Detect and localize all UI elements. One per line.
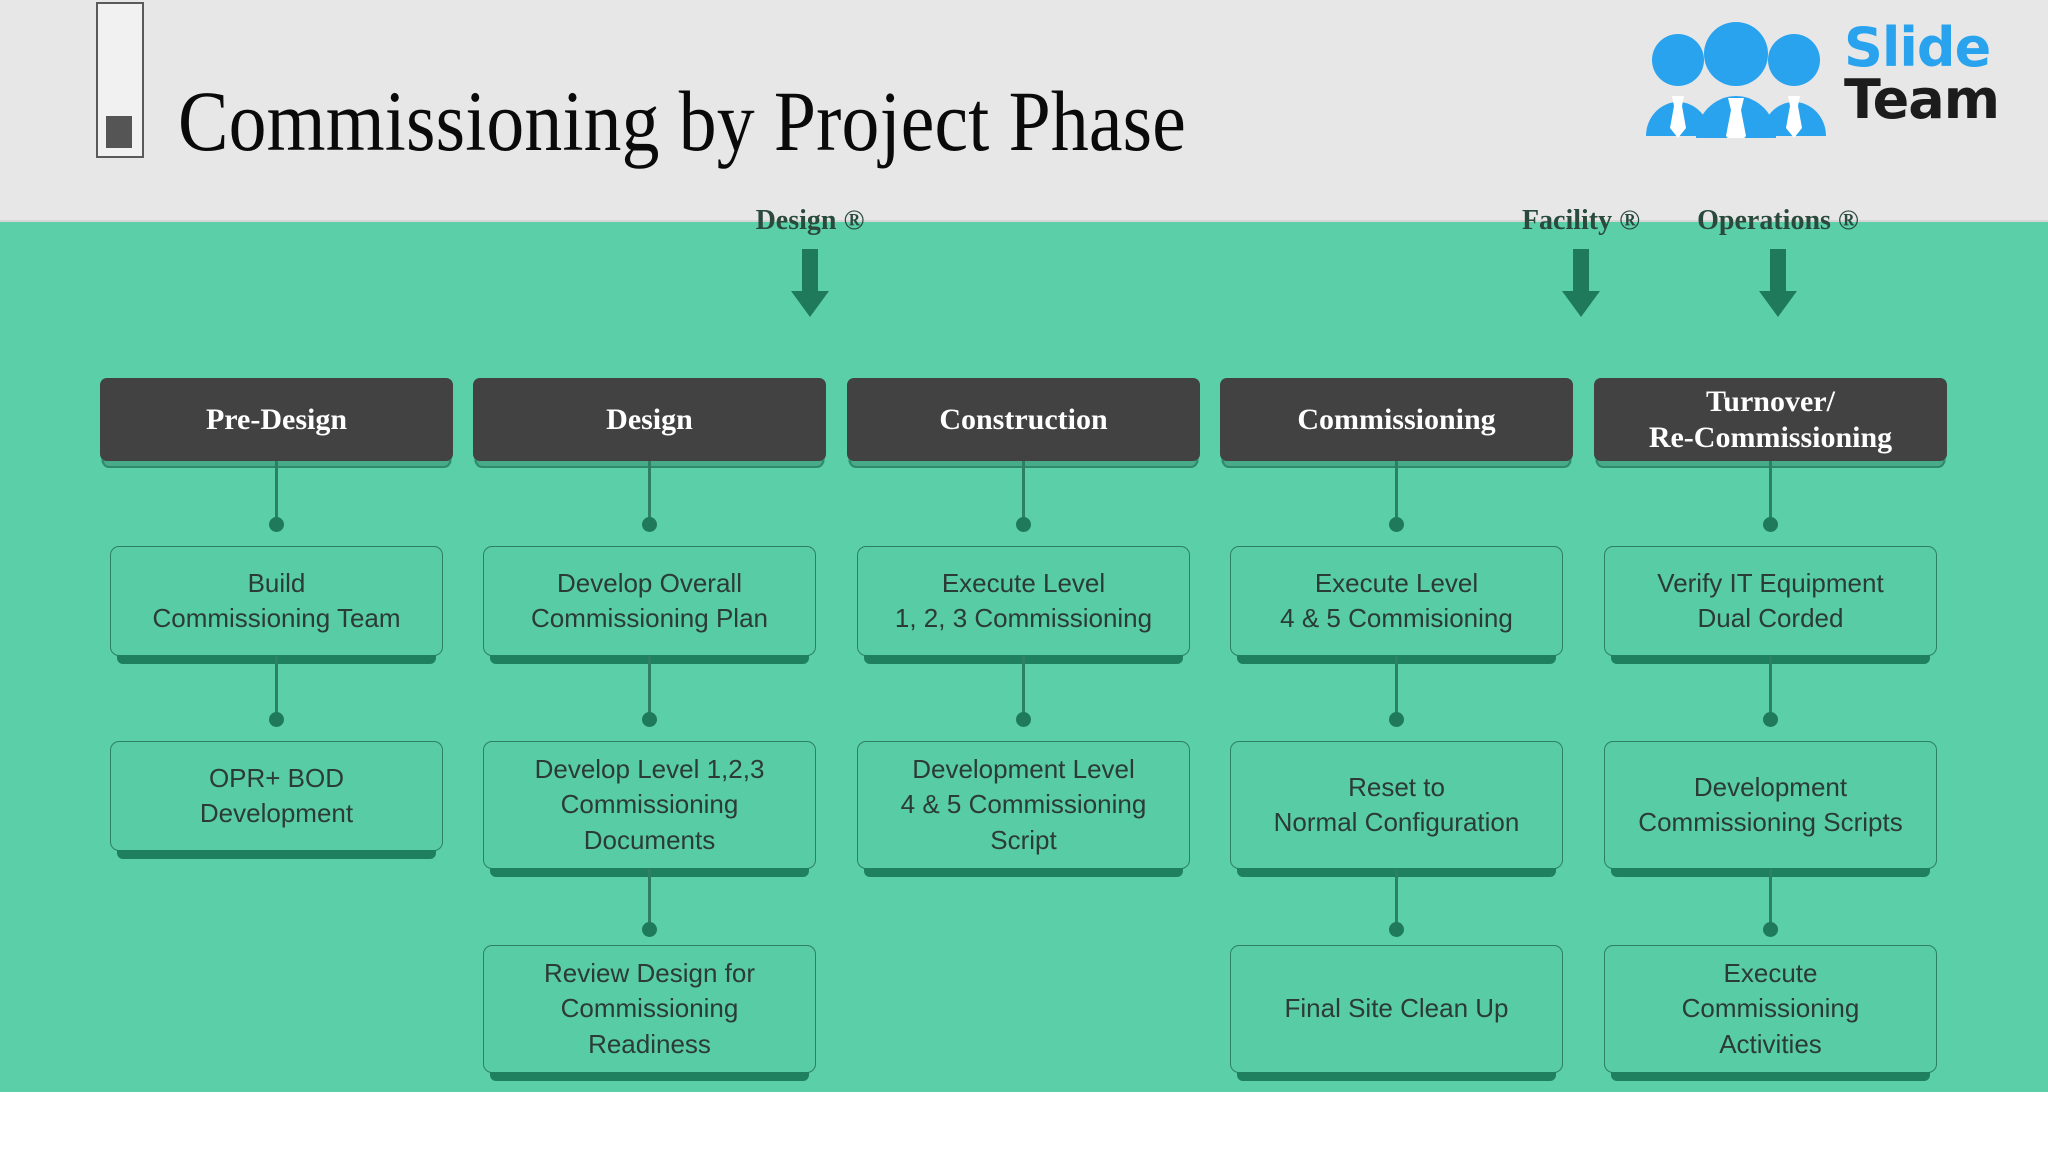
inflow-operations: Operations ®: [1658, 207, 1898, 317]
logo-wordmark: Slide Team: [1844, 16, 2000, 131]
connector-line: [1769, 656, 1772, 718]
connector-line: [1022, 461, 1025, 523]
phase-box-turnover[interactable]: Turnover/Re-Commissioning: [1594, 378, 1947, 468]
inflow-label-facility: Facility ®: [1521, 205, 1641, 236]
connector-line: [1395, 656, 1398, 718]
phase-box-commissioning[interactable]: Commissioning: [1220, 378, 1573, 468]
arrow-shaft: [1573, 249, 1589, 293]
connector-dot: [1389, 517, 1404, 532]
arrow-shaft: [802, 249, 818, 293]
arrow-head-icon: [1759, 291, 1797, 317]
connector-dot: [1763, 922, 1778, 937]
inflow-label-design: Design ®: [755, 205, 865, 236]
slide-progress-marker[interactable]: [96, 2, 144, 158]
inflow-arrow-operations: [1658, 249, 1898, 317]
task-box-c4-r3[interactable]: Final Site Clean Up: [1230, 945, 1563, 1081]
inflow-arrow-facility: [1471, 249, 1691, 317]
inflow-design: Design ®: [700, 207, 920, 317]
connector-dot: [1016, 517, 1031, 532]
phase-box-construction[interactable]: Construction: [847, 378, 1200, 468]
phase-box-pre-design[interactable]: Pre-Design: [100, 378, 453, 468]
connector-line: [1769, 461, 1772, 523]
connector-dot: [1016, 712, 1031, 727]
marker-thumb[interactable]: [106, 116, 132, 148]
connector-line: [648, 869, 651, 928]
arrow-head-icon: [1562, 291, 1600, 317]
connector-line: [275, 461, 278, 523]
connector-line: [1769, 869, 1772, 928]
inflow-arrow-design: [700, 249, 920, 317]
connector-line: [275, 656, 278, 718]
diagram-canvas: Design ® Facility ® Operations ® Pre-Des…: [0, 207, 2048, 1092]
page-title: Commissioning by Project Phase: [178, 73, 1187, 169]
inflow-facility: Facility ®: [1471, 207, 1691, 317]
connector-line: [648, 461, 651, 523]
arrow-shaft: [1770, 249, 1786, 293]
connector-dot: [642, 922, 657, 937]
connector-line: [648, 656, 651, 718]
people-group-icon: [1646, 22, 1826, 138]
connector-dot: [1389, 712, 1404, 727]
logo-word-slide: Slide: [1844, 16, 1991, 79]
inflow-label-operations: Operations ®: [1697, 205, 1859, 236]
connector-dot: [1763, 517, 1778, 532]
connector-line: [1022, 656, 1025, 718]
connector-dot: [642, 712, 657, 727]
phase-box-design[interactable]: Design: [473, 378, 826, 468]
arrow-head-icon: [791, 291, 829, 317]
connector-dot: [1389, 922, 1404, 937]
connector-line: [1395, 869, 1398, 928]
connector-dot: [269, 712, 284, 727]
slideteam-logo: Slide Team: [1636, 18, 2016, 150]
connector-dot: [269, 517, 284, 532]
connector-line: [1395, 461, 1398, 523]
slide-header: Commissioning by Project Phase Slide Tea…: [0, 0, 2048, 222]
connector-dot: [1763, 712, 1778, 727]
logo-word-team: Team: [1844, 67, 2000, 131]
connector-dot: [642, 517, 657, 532]
